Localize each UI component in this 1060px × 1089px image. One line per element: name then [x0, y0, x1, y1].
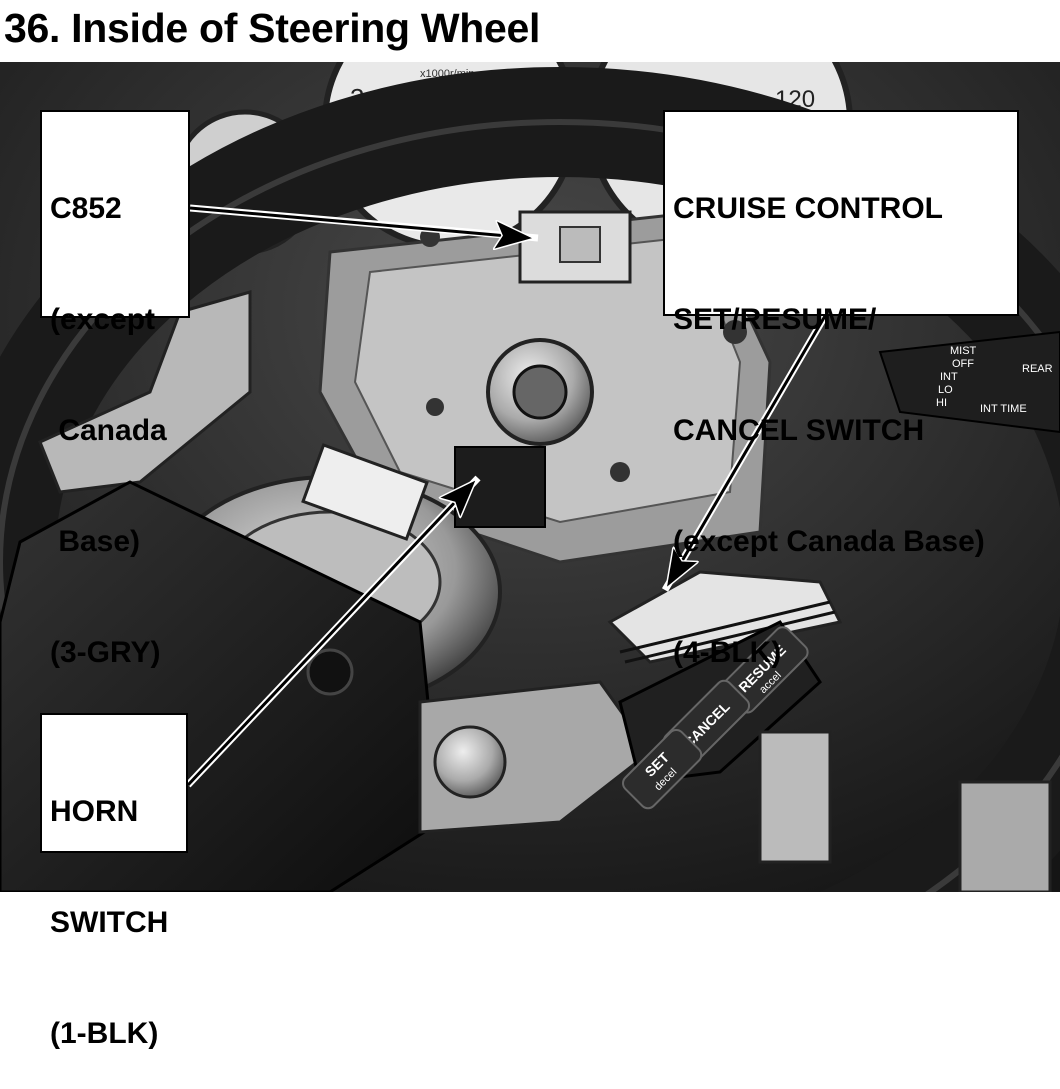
wiper-stalk: MIST OFF INT LO HI REAR INT TIME — [878, 330, 1060, 434]
left-bracket — [38, 290, 252, 494]
svg-text:MIST: MIST — [950, 345, 977, 357]
svg-text:LO: LO — [938, 384, 953, 396]
callout-cruise-control-switch: CRUISE CONTROL SET/RESUME/ CANCEL SWITCH… — [663, 110, 1019, 669]
page-title: 36. Inside of Steering Wheel — [4, 5, 541, 51]
pedal — [758, 730, 832, 864]
svg-text:INT: INT — [940, 371, 958, 383]
callout-horn-switch: HORN SWITCH (1-BLK) — [40, 713, 188, 1050]
c852-connector — [518, 210, 632, 284]
svg-text:OFF: OFF — [952, 358, 974, 370]
horn-switch-connector — [454, 446, 546, 528]
set-button — [622, 729, 703, 810]
svg-text:HI: HI — [936, 397, 947, 409]
svg-text:INT TIME: INT TIME — [980, 403, 1027, 415]
svg-text:REAR: REAR — [1022, 363, 1053, 375]
callout-c852-connector: C852 (except Canada Base) (3-GRY) — [40, 110, 190, 669]
